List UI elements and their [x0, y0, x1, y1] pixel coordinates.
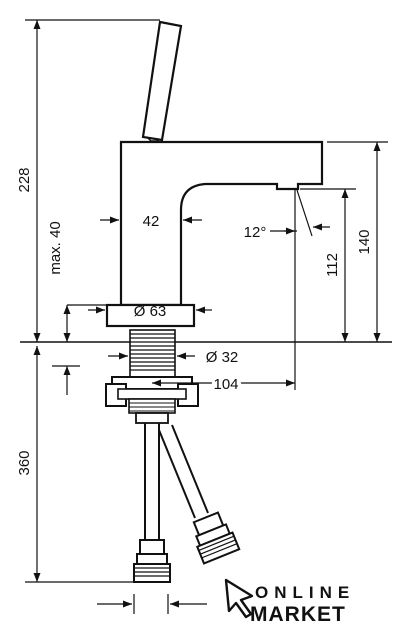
dim-body-width: 42 — [143, 213, 160, 230]
dim-max-40: max. 40 — [47, 221, 64, 274]
supply-hose-angled — [158, 424, 241, 565]
mounting-assembly — [105, 329, 199, 424]
online-market-logo: ONLINE MARKET — [224, 578, 355, 626]
logo-line-1: ONLINE — [255, 583, 355, 602]
dim-total-height: 228 — [16, 167, 33, 192]
dim-projection: 104 — [213, 376, 238, 393]
dim-base-diameter: Ø 63 — [134, 303, 167, 320]
lever-handle — [141, 20, 183, 142]
dim-spout-angle: 12° — [244, 224, 267, 241]
supply-hose-straight — [133, 423, 171, 583]
dim-outlet-height: 112 — [324, 253, 341, 277]
cursor-icon — [224, 578, 254, 619]
dimension-lines — [25, 19, 388, 614]
dim-thread-diameter: Ø 32 — [206, 349, 239, 366]
logo-line-2: MARKET — [250, 603, 346, 626]
dim-hose-length: 360 — [16, 450, 33, 475]
spout — [119, 140, 324, 307]
faucet-body — [105, 20, 324, 328]
dim-spout-height: 140 — [356, 229, 373, 254]
base-plate — [105, 303, 196, 328]
